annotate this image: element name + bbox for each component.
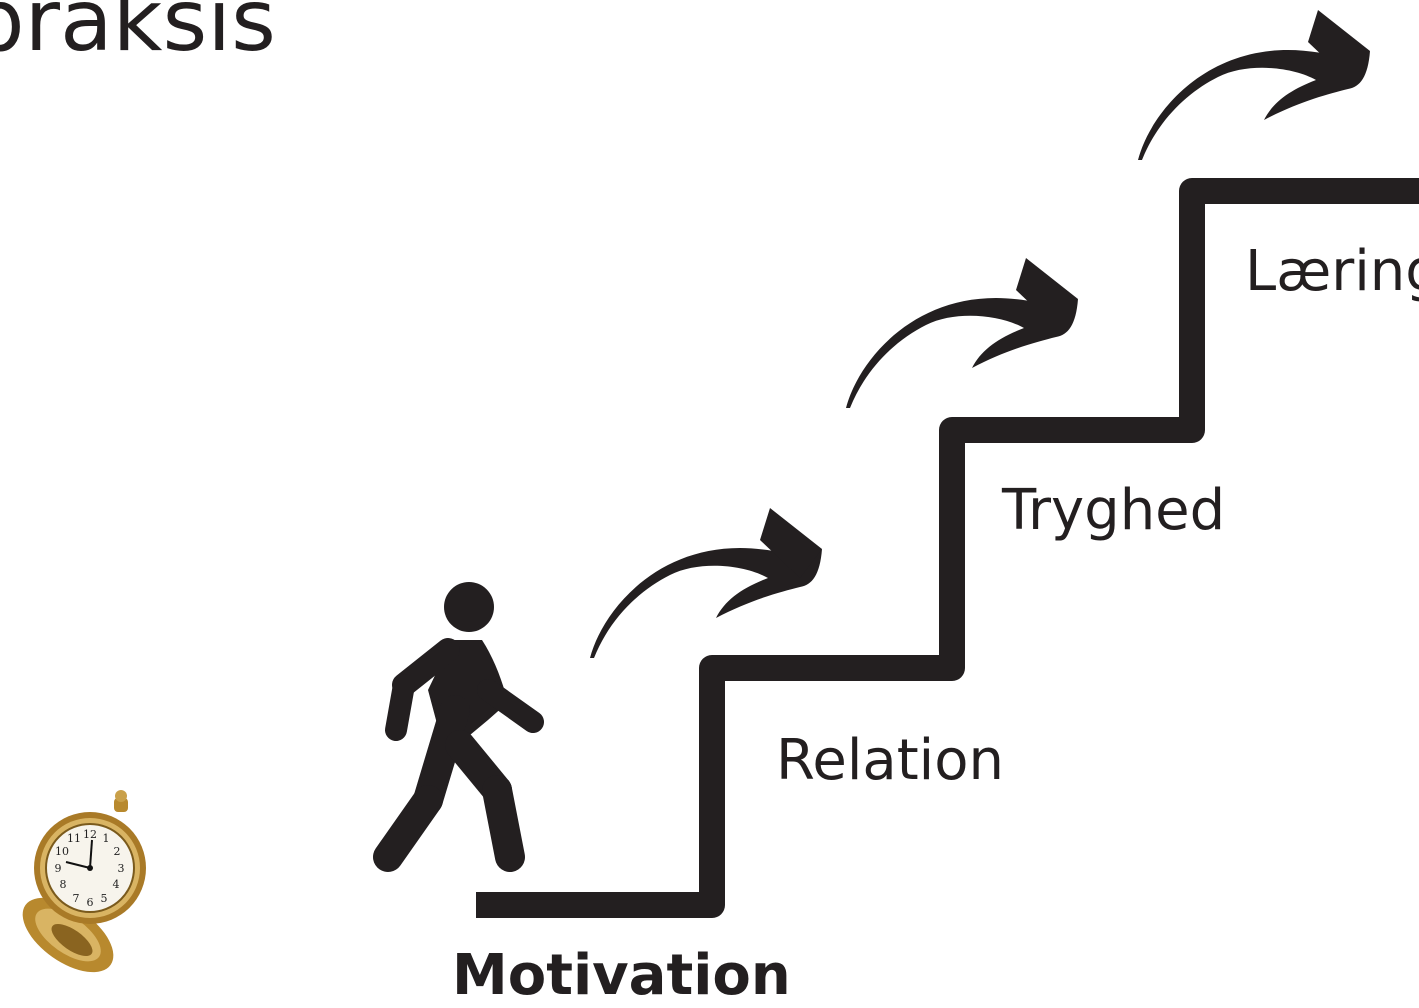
svg-text:6: 6 [87,896,94,909]
svg-text:11: 11 [67,832,81,845]
curved-arrow-icon [846,258,1078,408]
svg-text:12: 12 [83,828,97,841]
step-label-relation: Relation [776,728,1004,793]
walking-person-icon [373,582,544,872]
svg-text:1: 1 [103,832,110,845]
pocket-watch-icon: 12 1 2 3 4 5 6 7 8 9 10 11 [22,790,146,973]
svg-text:2: 2 [114,845,121,858]
slide-title: praksis [0,0,276,71]
curved-arrow-icon [1138,10,1370,160]
svg-text:10: 10 [55,845,69,858]
svg-text:8: 8 [60,878,67,891]
step-label-motivation: Motivation [452,943,791,1008]
step-label-laering: Læring [1245,239,1419,304]
curved-arrow-icon [590,508,822,658]
svg-text:9: 9 [55,862,62,875]
svg-text:5: 5 [101,892,108,905]
svg-text:3: 3 [118,862,125,875]
svg-text:7: 7 [73,892,80,905]
step-label-tryghed: Tryghed [1002,478,1226,543]
svg-text:4: 4 [113,878,120,891]
staircase-line [476,178,1419,918]
